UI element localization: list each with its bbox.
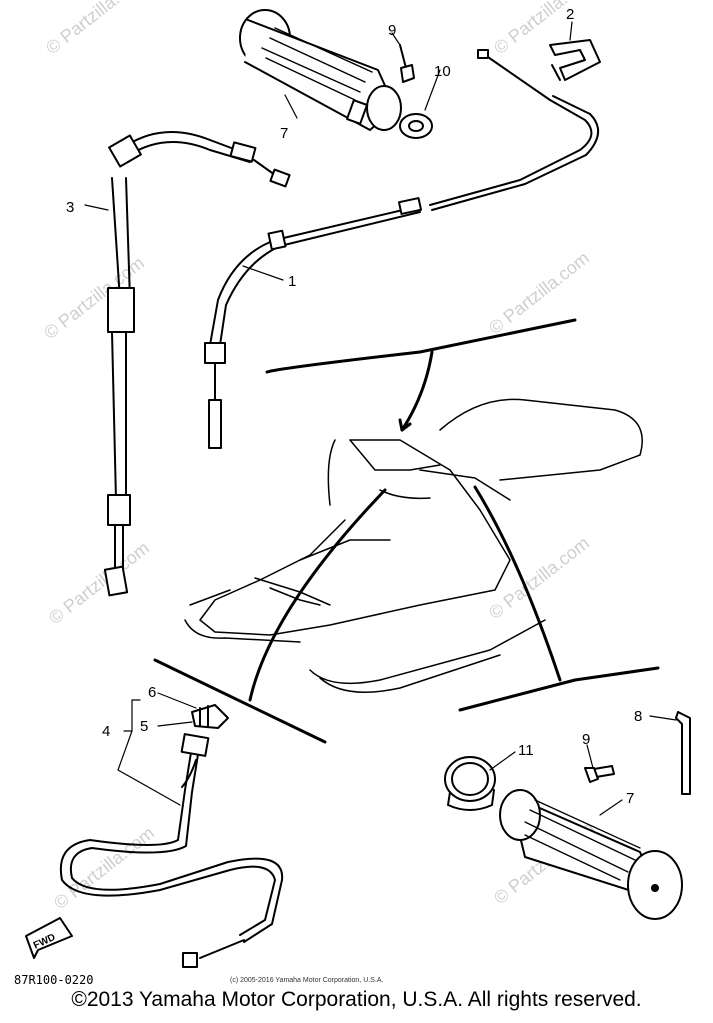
callout-label: 10: [434, 63, 451, 80]
watermark: © Partzilla.com: [50, 823, 158, 913]
callout-label: 9: [582, 731, 590, 748]
speedometer-gear: [191, 704, 229, 729]
screw-top: [399, 44, 415, 83]
grip-bottom: [499, 789, 683, 920]
collar: [444, 756, 496, 811]
speedometer-cable: [59, 733, 284, 968]
callout-label: 8: [634, 708, 642, 725]
choke-cable: [103, 131, 291, 597]
watermark: © Partzilla.com: [485, 248, 593, 338]
callout-label: 6: [148, 684, 156, 701]
callout-label: 7: [626, 790, 634, 807]
watermark: © Partzilla.com: [42, 0, 150, 58]
callout-label: 9: [388, 22, 396, 39]
callout-label: 5: [140, 718, 148, 735]
footer-copyright: ©2013 Yamaha Motor Corporation, U.S.A. A…: [71, 988, 642, 1011]
diagram-reference-code: 87R100-0220: [14, 973, 93, 987]
callout-label: 2: [566, 6, 574, 23]
callout-label: 11: [518, 742, 534, 759]
callout-label: 4: [102, 723, 110, 740]
throttle-cable: [204, 49, 599, 449]
screw-bottom: [584, 765, 615, 783]
fwd-arrow-icon: [25, 917, 73, 959]
pin: [675, 711, 691, 795]
watermark-group: © Partzilla.com © Partzilla.com © Partzi…: [40, 0, 598, 913]
callout-label: 1: [288, 273, 296, 290]
cable-clip: [549, 39, 601, 81]
watermark: © Partzilla.com: [45, 538, 153, 628]
washer: [399, 113, 433, 139]
throttle-grip-top: [239, 9, 402, 131]
snowmobile: [184, 398, 643, 693]
small-copyright: (c) 2005-2016 Yamaha Motor Corporation, …: [230, 977, 383, 984]
callout-label: 7: [280, 125, 288, 142]
callout-label: 3: [66, 199, 74, 216]
